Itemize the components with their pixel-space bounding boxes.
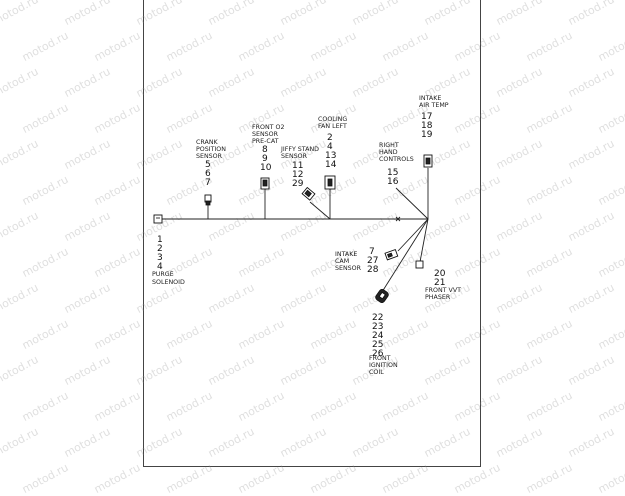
cooling-fan-pins: 2 4 13 14: [325, 133, 339, 170]
o2-sensor-connector: [260, 177, 270, 190]
crank-sensor-pins: 5 6 7: [205, 160, 214, 188]
vvt-phaser-connector: [415, 260, 424, 269]
cooling-fan-connector: [324, 175, 336, 190]
ignition-coil-pins: 22 23 24 25 26: [372, 313, 386, 359]
purge-solenoid-connector: [153, 214, 163, 224]
ignition-coil-branch: [381, 218, 429, 293]
o2-sensor-pins: 8 9 10: [260, 145, 272, 173]
purge-solenoid-pins: 1 2 3 4: [157, 235, 166, 272]
intake-air-temp-connector: [423, 154, 433, 168]
purge-solenoid-label: PURGE SOLENOID: [152, 271, 185, 286]
right-hand-controls-branch: [395, 187, 429, 220]
cam-sensor-label: INTAKE CAM SENSOR: [335, 251, 362, 272]
cam-sensor-connector: [384, 248, 399, 261]
jiffy-stand-pins: 11 12 29: [292, 161, 306, 189]
splice-mark: [395, 216, 401, 222]
intake-air-temp-label: INTAKE AIR TEMP: [419, 95, 449, 109]
crank-sensor-connector: [204, 194, 212, 206]
jiffy-stand-branch: [309, 201, 331, 220]
cam-sensor-pins: 7 27 28: [367, 247, 381, 275]
wiring-diagram: PURGE SOLENOID 1 2 3 4 CRANK POSITION SE…: [152, 95, 463, 376]
jiffy-stand-connector: [301, 186, 316, 201]
diagram-sheet: [143, 0, 481, 467]
jiffy-stand-label: JIFFY STAND SENSOR: [280, 146, 321, 160]
vvt-phaser-branch: [419, 218, 429, 263]
crank-sensor-label: CRANK POSITION SENSOR: [196, 139, 228, 160]
o2-sensor-label: FRONT O2 SENSOR PRE-CAT: [252, 124, 287, 145]
ignition-coil-connector: [375, 288, 389, 304]
intake-air-temp-pins: 17 18 19: [421, 112, 435, 140]
right-hand-controls-label: RIGHT HAND CONTROLS: [379, 142, 414, 163]
cam-sensor-branch: [397, 218, 429, 252]
cooling-fan-label: COOLING FAN LEFT: [318, 116, 349, 130]
vvt-phaser-pins: 20 21: [434, 269, 448, 288]
ignition-coil-label: FRONT IGNITION COIL: [369, 355, 400, 376]
vvt-phaser-label: FRONT VVT PHASER: [425, 287, 463, 301]
right-hand-controls-pins: 15 16: [387, 168, 401, 187]
